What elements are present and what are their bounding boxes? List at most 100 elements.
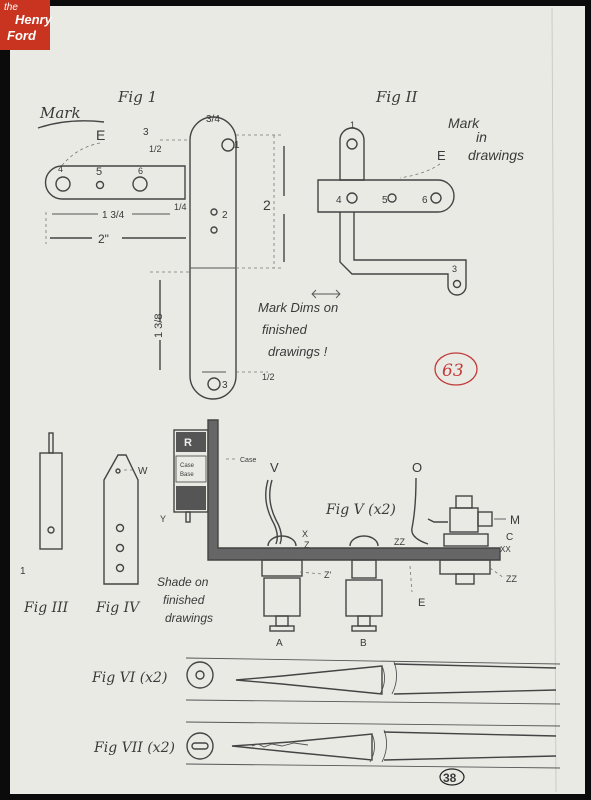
logo-line2: Ford	[7, 28, 36, 43]
fig2-hole-6-label: 6	[422, 195, 428, 206]
sheet-number: 63	[442, 361, 464, 381]
fig1-vertical-arm	[189, 116, 237, 400]
fig5-label-zz2: ZZ	[506, 574, 517, 584]
fig5-label-z2: Z'	[324, 570, 331, 580]
fig5-case-label: Case	[240, 457, 256, 464]
fig5-terminal-m-body	[449, 507, 479, 533]
fig6-tapered-tip	[235, 665, 383, 695]
fig2-note-line1: Mark	[448, 115, 480, 131]
fig4-title: Fig IV	[95, 600, 141, 616]
fig1-mark-underline	[37, 120, 105, 129]
fig3-hole	[47, 526, 55, 534]
fig5-label-zz: ZZ	[394, 537, 405, 547]
fig1-hole-2-label: 2	[222, 210, 228, 221]
fig4-note-line3: drawings	[165, 611, 213, 625]
fig5-case-base-2: Base	[180, 472, 194, 478]
fig1-label-e: E	[96, 127, 105, 143]
fig5-label-b: B	[360, 638, 367, 649]
page-number-circle	[439, 768, 465, 786]
fig2-label-e: E	[437, 148, 446, 163]
fig1-hole-3	[207, 377, 221, 391]
fig5-label-m: M	[510, 513, 520, 527]
fig4-hole-c	[115, 563, 125, 573]
fig5-terminal-a-stem	[275, 615, 289, 627]
fig2-bent-leg	[339, 212, 467, 296]
fig5-needle	[427, 518, 448, 523]
fig2-top-plate	[317, 179, 455, 213]
fig1-dim-138: 1 3/8	[153, 314, 165, 338]
fig1-dim-half-a: 1/2	[149, 144, 162, 154]
fig1-hole-2a	[210, 208, 218, 216]
henry-ford-logo: the Henry Ford	[0, 0, 52, 50]
fig2-hole-3	[452, 279, 462, 289]
fig1-title: Fig 1	[117, 88, 157, 106]
fig1-hole-6-label: 6	[138, 166, 143, 176]
fig1-dim-top: 3/4	[206, 114, 220, 125]
fig1-dim-14: 1/4	[174, 202, 187, 212]
figure-5: R Case Base Case Y V O A X Z Z'	[160, 419, 520, 649]
fig4-tip-hole	[115, 468, 121, 474]
fig1-hole-6	[132, 176, 148, 192]
fig1-hole-5-label: 5	[96, 166, 102, 178]
fig5-terminal-b-stem	[357, 615, 371, 627]
fig1-horizontal-arm	[44, 165, 186, 200]
fig1-hole-1	[221, 138, 235, 152]
fig1-dim-2: 2	[263, 197, 271, 213]
fig7-end-view-slot	[191, 742, 209, 750]
fig5-leader-z2	[299, 571, 323, 575]
fig4-label-w: W	[138, 466, 148, 477]
fig1-dims-note-line3: drawings !	[268, 344, 328, 359]
fig7-groove	[251, 742, 309, 748]
fig5-label-o: O	[412, 460, 422, 475]
fig1-mark-note: Mark	[39, 104, 81, 122]
fig5-label-x: X	[302, 529, 308, 539]
fig1-hole-4	[55, 176, 71, 192]
fig5-terminal-c-nut	[443, 533, 489, 547]
fig2-hole-4-label: 4	[336, 195, 342, 206]
fig5-terminal-c-lower-nut	[439, 559, 491, 575]
page-number-stamp: 38	[439, 768, 465, 786]
fig5-terminal-b-body	[345, 579, 383, 617]
fig5-label-y: Y	[160, 514, 166, 524]
fig5-wire-v-b	[269, 479, 283, 545]
fig2-note-line3: drawings	[468, 147, 524, 163]
fig1-dim-3: 3	[143, 127, 149, 138]
fig7-shaft-bottom	[383, 755, 557, 761]
fig4-blade	[103, 454, 139, 585]
fig1-dims-note: Mark Dims on finished drawings !	[258, 300, 338, 359]
logo-the: the	[4, 2, 18, 13]
fig5-wire-o	[411, 477, 429, 545]
fig1-hole-3-label: 3	[222, 380, 228, 391]
fig6-bottom-rule	[185, 699, 561, 705]
logo-line1: Henry	[15, 12, 52, 27]
fig7-shaft-top	[383, 731, 557, 737]
fig6-end-view-center	[195, 670, 205, 680]
fig5-leader-e	[409, 565, 413, 593]
fig2-leader-e	[399, 163, 441, 179]
fig7-bottom-rule	[185, 763, 561, 769]
fig7-end-view	[186, 732, 214, 760]
fig5-terminal-a-nut	[261, 559, 303, 577]
fig5-wire-v	[265, 479, 279, 545]
sheet-number-stamp: 63	[434, 352, 478, 386]
fig5-terminal-c-stem	[455, 573, 475, 585]
fig5-case-base-label-box	[175, 455, 207, 483]
fig4-note: Shade on finished drawings	[157, 575, 213, 625]
fig2-upright-tab	[339, 127, 365, 181]
fig3-mark: 1	[20, 566, 26, 577]
sheet-number-circle	[434, 352, 478, 386]
fig5-label-xx: XX	[500, 545, 511, 554]
fig6-end-view	[186, 661, 214, 689]
fig6-title: Fig VI (x2)	[91, 670, 167, 686]
fig5-case-shading-bottom	[176, 486, 206, 510]
fig6-top-rule	[185, 657, 561, 665]
fig3-blade	[39, 452, 63, 550]
figure-6: Fig VI (x2)	[91, 657, 561, 705]
fig1-hole-1-label: 1	[234, 140, 240, 151]
fig5-terminal-b-foot	[351, 625, 377, 632]
figure-2: Fig II Mark in drawings E 1 4 5 6 3	[317, 88, 524, 296]
fig6-shaft-top	[393, 663, 557, 669]
fig5-leader-zz2	[489, 567, 505, 579]
fig7-tapered-tip	[231, 733, 373, 761]
